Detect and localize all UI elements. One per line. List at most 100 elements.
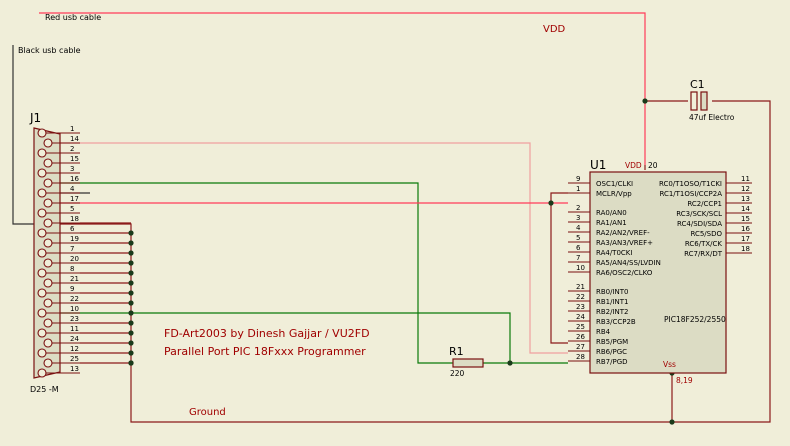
u1-pin-number: 18 [741, 245, 750, 253]
u1-pin-name: OSC1/CLKI [596, 180, 633, 188]
u1-pin-name: RC6/TX/CK [685, 240, 723, 248]
u1-pin-name: RA2/AN2/VREF- [596, 229, 650, 237]
u1-pin-name: RB7/PGD [596, 358, 628, 366]
u1-pin-number: 11 [741, 175, 750, 183]
j1-pin-contact [43, 278, 53, 288]
u1-pin-number: 7 [576, 254, 580, 262]
j1-pin-contact [37, 128, 47, 138]
junction-dot [128, 350, 134, 356]
u1-pin-number: 17 [741, 235, 750, 243]
j1-pin-number: 25 [70, 355, 79, 363]
ground-stubs [80, 222, 131, 364]
junction-dot [128, 320, 134, 326]
j1-ref: J1 [29, 111, 41, 125]
resistor-r1: R1 220 [449, 345, 484, 378]
junction-dot [128, 240, 134, 246]
u1-pin-number: 6 [576, 244, 581, 252]
u1-pin-name: RB0/INT0 [596, 288, 629, 296]
j1-pin-number: 12 [70, 345, 79, 353]
credit-line-1: FD-Art2003 by Dinesh Gajjar / VU2FD [164, 327, 370, 340]
j1-pin-number: 23 [70, 315, 79, 323]
j1-pin-number: 1 [70, 125, 74, 133]
cap-right-wire [672, 100, 771, 423]
u1-pin-number: 5 [576, 234, 580, 242]
j1-pin-contact [37, 208, 47, 218]
u1-pin-name: RB1/INT1 [596, 298, 629, 306]
j1-pin-contact [43, 318, 53, 328]
capacitor-c1: C1 47uf Electro [689, 78, 735, 122]
u1-pin-name: RB6/PGC [596, 348, 627, 356]
j1-pin-contact [43, 358, 53, 368]
j1-pin-contact [43, 338, 53, 348]
u1-pin-name: RA6/OSC2/CLKO [596, 269, 653, 277]
u1-pin-number: 27 [576, 343, 585, 351]
j1-pin-number: 17 [70, 195, 79, 203]
j1-pin-number: 13 [70, 365, 79, 373]
credit-line-2: Parallel Port PIC 18Fxxx Programmer [164, 345, 366, 358]
red-usb-cable-label: Red usb cable [45, 13, 101, 22]
u1-pin-number: 14 [741, 205, 750, 213]
u1-pin-number: 3 [576, 214, 580, 222]
u1-pin-number: 15 [741, 215, 750, 223]
j1-pin-contact [37, 268, 47, 278]
u1-pin-number: 1 [576, 185, 580, 193]
j1-pin-contact [43, 138, 53, 148]
u1-pin-name: RB5/PGM [596, 338, 628, 346]
u1-pin-name: RA3/AN3/VREF+ [596, 239, 653, 247]
u1-pin-number: 13 [741, 195, 750, 203]
u1-vss-pins: 8,19 [676, 376, 693, 385]
vdd-label: VDD [543, 24, 566, 35]
c1-plate-positive [690, 91, 698, 111]
u1-pin-name: RA0/AN0 [596, 209, 627, 217]
red-usb-wire [39, 12, 646, 165]
junction-dot [128, 330, 134, 336]
j1-pin-contact [37, 228, 47, 238]
junction-dot [642, 98, 648, 104]
osc1-wire [550, 192, 568, 203]
ground-junctions [128, 230, 134, 366]
j1-pin-number: 9 [70, 285, 74, 293]
j1-pin-contact [43, 258, 53, 268]
pin2-to-rb6-wire [53, 142, 568, 354]
u1-pin-name: RA4/T0CKI [596, 249, 632, 257]
junction-dot [669, 419, 675, 425]
u1-pin-number: 23 [576, 303, 585, 311]
j1-pin-contact [43, 178, 53, 188]
u1-pin-number: 4 [576, 224, 581, 232]
r1-body [452, 358, 484, 368]
u1-vdd-pin: 20 [648, 161, 658, 170]
pin3-to-rb5-wire [53, 182, 453, 364]
j1-pin-number: 16 [70, 175, 79, 183]
j1-pin-number: 19 [70, 235, 79, 243]
j1-part-label: D25 -M [30, 385, 59, 394]
j1-pin-contact [37, 248, 47, 258]
j1-pin-contact [37, 308, 47, 318]
u1-part-label: PIC18F252/2550 [664, 315, 726, 324]
junction-dot [128, 310, 134, 316]
u1-ref: U1 [590, 158, 606, 172]
u1-pin-number: 22 [576, 293, 585, 301]
u1-pin-name: RC2/CCP1 [687, 200, 722, 208]
j1-pin-contact [37, 288, 47, 298]
c1-plate-negative [700, 91, 708, 111]
u1-body [589, 171, 727, 374]
mclr-to-pgm-wire [550, 203, 568, 344]
r1-ref: R1 [449, 345, 464, 358]
j1-pin-contact [37, 368, 47, 378]
u1-pin-name: RC1/T1OSI/CCP2A [659, 190, 722, 198]
ic-u1: U1 VDD 20 9OSC1/CLKI1MCLR/Vpp2RA0/AN03RA… [568, 158, 752, 385]
j1-pin-contact [43, 198, 53, 208]
j1-pin-contact [37, 168, 47, 178]
j1-pin-number: 10 [70, 305, 79, 313]
j1-pin-number: 3 [70, 165, 74, 173]
connector-j1: J1 1142153164175186197208219221023112412… [29, 111, 80, 394]
u1-right-pins: 11RC0/T1OSO/T1CKI12RC1/T1OSI/CCP2A13RC2/… [659, 175, 752, 258]
u1-pin-number: 28 [576, 353, 585, 361]
junction-dot [128, 360, 134, 366]
j1-pin-contact [43, 298, 53, 308]
u1-pin-number: 12 [741, 185, 750, 193]
junction-dot [507, 360, 513, 366]
j1-pin-contact [43, 218, 53, 228]
ground-label: Ground [189, 407, 226, 418]
j1-pin-number: 18 [70, 215, 79, 223]
